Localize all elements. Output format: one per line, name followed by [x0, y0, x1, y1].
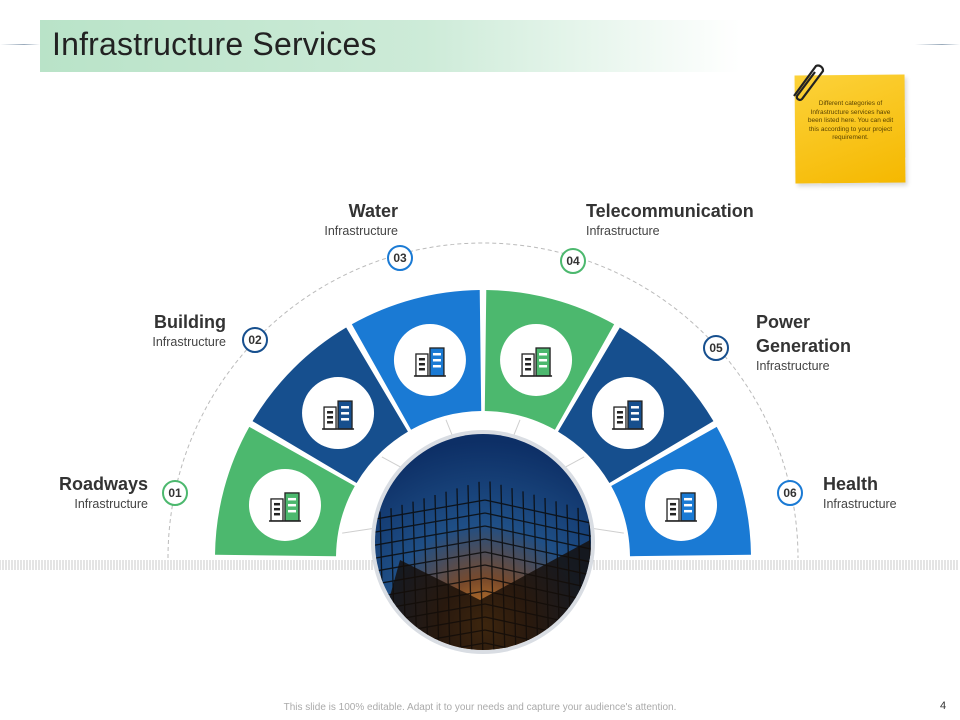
page-number: 4: [940, 700, 947, 712]
water-tap-hand-icon: [413, 347, 446, 377]
number-badge-03: 03: [387, 245, 413, 271]
buildings-icon: [322, 400, 355, 430]
hospital-icon: [665, 492, 698, 522]
footer-text: This slide is 100% editable. Adapt it to…: [283, 702, 677, 713]
dashed-arc: [167, 242, 799, 559]
label-title: Building: [154, 312, 226, 332]
label-title: Power: [756, 312, 811, 332]
paperclip-icon: [793, 64, 825, 101]
number-badge-06: 06: [777, 480, 803, 506]
label-title-line2: Generation: [756, 336, 852, 356]
label-subtitle: Infrastructure: [756, 359, 830, 373]
number-badge-04: 04: [560, 248, 586, 274]
label-title: Roadways: [58, 474, 148, 494]
label-subtitle: Infrastructure: [324, 224, 398, 238]
number-badge-05: 05: [703, 335, 729, 361]
label-subtitle: Infrastructure: [74, 497, 148, 511]
page-title: Infrastructure Services: [52, 26, 377, 62]
spoke-line: [593, 528, 624, 534]
label-subtitle: Infrastructure: [823, 497, 897, 511]
label-title: Telecommunication: [586, 201, 754, 221]
number-badge-01: 01: [162, 480, 188, 506]
sticky-note-text: Different categories of Infrastructure s…: [807, 100, 894, 141]
satellite-dish-icon: [520, 347, 553, 377]
title-bar: [40, 20, 740, 72]
number-badge-02: 02: [242, 327, 268, 353]
spoke-line: [342, 528, 373, 534]
label-subtitle: Infrastructure: [586, 224, 660, 238]
decor-line-left: [0, 44, 40, 45]
city-map-icon: [268, 492, 301, 522]
label-subtitle: Infrastructure: [152, 335, 226, 349]
label-title: Health: [823, 474, 879, 494]
power-plant-icon: [611, 400, 644, 430]
label-title: Water: [348, 201, 398, 221]
decor-line-right: [915, 44, 960, 45]
